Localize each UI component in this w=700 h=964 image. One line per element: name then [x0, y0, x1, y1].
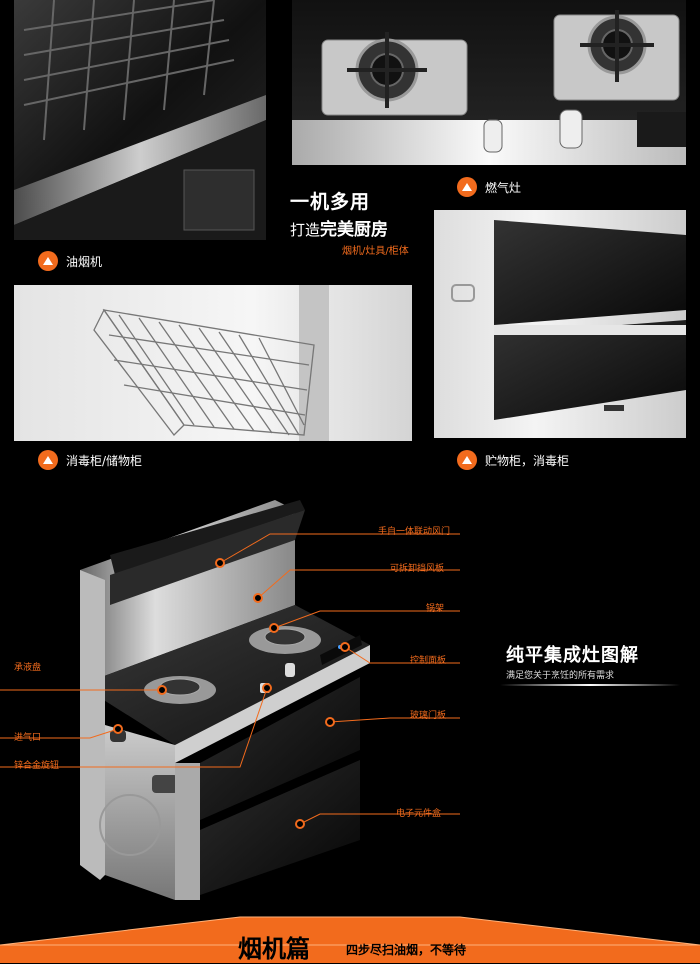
label-pot-rack: 锅架	[426, 604, 445, 614]
subtitle-underline	[500, 684, 680, 686]
label-air-inlet: 进气口	[14, 733, 42, 743]
triangle-icon	[38, 450, 58, 470]
caption-disinfect-cabinet: 消毒柜/储物柜	[38, 450, 142, 470]
triangle-icon	[457, 177, 477, 197]
label-drip-tray: 承液盘	[14, 663, 42, 673]
diagram-subtitle: 满足您关于烹饪的所有需求	[506, 671, 615, 681]
diagram-title: 纯平集成灶图解	[506, 645, 639, 666]
range-hood-photo	[14, 0, 266, 240]
label-damper: 手自一体联动风门	[378, 527, 451, 537]
slogan-line3: 烟机/灶具/柜体	[342, 246, 409, 257]
label-windshield: 可拆卸挡风板	[390, 564, 445, 574]
cabinet-photo	[434, 210, 686, 438]
slogan-line2: 打造完美厨房	[290, 215, 388, 240]
integrated-stove-illustration	[70, 495, 380, 905]
slogan-line2-prefix: 打造	[290, 221, 321, 239]
caption-storage-cabinet-label: 贮物柜，消毒柜	[485, 453, 570, 468]
dish-basket-photo	[14, 285, 412, 441]
caption-storage-cabinet: 贮物柜，消毒柜	[457, 450, 569, 470]
triangle-icon	[38, 251, 58, 271]
caption-disinfect-cabinet-label: 消毒柜/储物柜	[66, 453, 143, 468]
label-electronics-box: 电子元件盒	[396, 809, 442, 819]
footer-title: 烟机篇	[238, 935, 310, 963]
footer-banner	[0, 916, 700, 963]
gas-stove-photo	[292, 0, 686, 165]
caption-range-hood: 油烟机	[38, 251, 102, 271]
label-control-panel: 控制面板	[410, 656, 447, 666]
caption-range-hood-label: 油烟机	[66, 254, 103, 269]
label-glass-door: 玻璃门板	[410, 711, 447, 721]
caption-gas-stove: 燃气灶	[457, 177, 521, 197]
slogan-line1: 一机多用	[290, 191, 371, 213]
caption-gas-stove-label: 燃气灶	[485, 180, 522, 195]
footer-subtitle: 四步尽扫油烟，不等待	[346, 943, 467, 957]
label-knob: 锌合金旋钮	[14, 761, 60, 771]
triangle-icon	[457, 450, 477, 470]
slogan-line2-bold: 完美厨房	[320, 220, 389, 240]
